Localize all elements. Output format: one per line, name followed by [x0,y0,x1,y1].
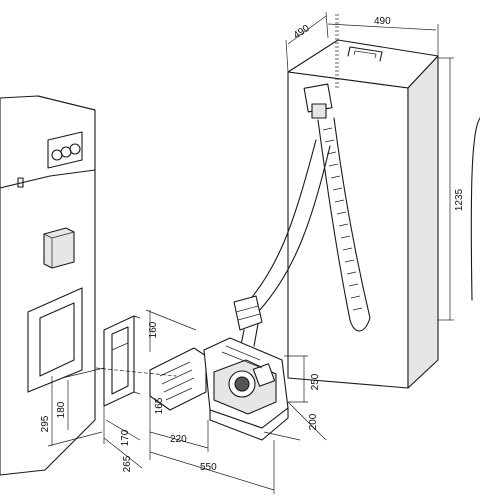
dim-label-hopper-width: 490 [374,16,391,27]
dim-ext-depth-b [325,11,329,39]
dim-ext-160 [145,309,197,331]
auger-tube-left [317,119,351,321]
burner-top-detail [221,345,263,369]
feed-hose [233,139,331,351]
dim-label-burner-length: 550 [200,462,217,473]
hose-inner [257,145,331,313]
burner-grate [159,361,195,401]
fan-motor [234,376,250,392]
mounting-flange [103,315,141,407]
dim-label-flange-height: 180 [56,401,67,418]
boiler-panel-line [0,169,96,189]
dim-label-hopper-height: 1235 [454,188,465,211]
centre-line [95,367,177,377]
hose-outer [247,139,317,303]
pellet-burner [149,337,289,441]
auger [303,12,371,332]
dim-line-200 [287,401,327,441]
dim-label-flange-offset: 220 [170,434,187,445]
dim-label-burner-top: 160 [148,321,159,338]
dim-line-170 [105,419,141,441]
flange-edge [133,315,141,319]
pellet-hopper [287,39,439,389]
dim-line-depth [287,15,327,45]
auger-motor-base [311,103,327,119]
dim-line-width [327,23,437,31]
dim-ext-depth-a [285,39,289,73]
indicator-light [17,177,24,188]
dim-ext-200 [263,431,301,441]
dim-label-burner-base: 200 [308,413,319,430]
auger-spiral [322,127,363,311]
boiler-top-edge [37,95,96,111]
hopper-handle [347,46,383,62]
dim-line-265 [103,437,143,469]
hopper-handle-grip [353,50,377,59]
flange-bolt-line [111,342,129,351]
hose-coupling-ribs [235,305,261,321]
dim-ext-295 [47,431,103,447]
dim-label-flange-depth: 265 [122,455,133,472]
auger-tube-right [333,117,371,319]
control-panel [47,131,83,169]
hopper-side [407,55,439,389]
edge-object [470,117,480,301]
boiler [0,95,96,476]
burner-base-plate [209,407,289,441]
dim-label-burner-height: 250 [310,373,321,390]
dim-line-220 [149,431,209,449]
dim-label-flange-width: 170 [120,429,131,446]
control-knob-3 [69,143,81,155]
control-box [252,363,276,387]
dim-line-550 [149,451,275,491]
dimension-lines [47,11,454,494]
inspection-box [43,227,75,269]
dim-label-door-height: 295 [40,415,51,432]
auger-bottom [349,317,371,332]
dim-ext-180 [61,367,105,379]
boiler-door-inner [39,302,75,377]
dim-label-burner-lower: 165 [154,397,165,414]
flange-edge-2 [133,391,141,395]
flange-opening [111,326,129,395]
hose-coupling [233,295,263,331]
